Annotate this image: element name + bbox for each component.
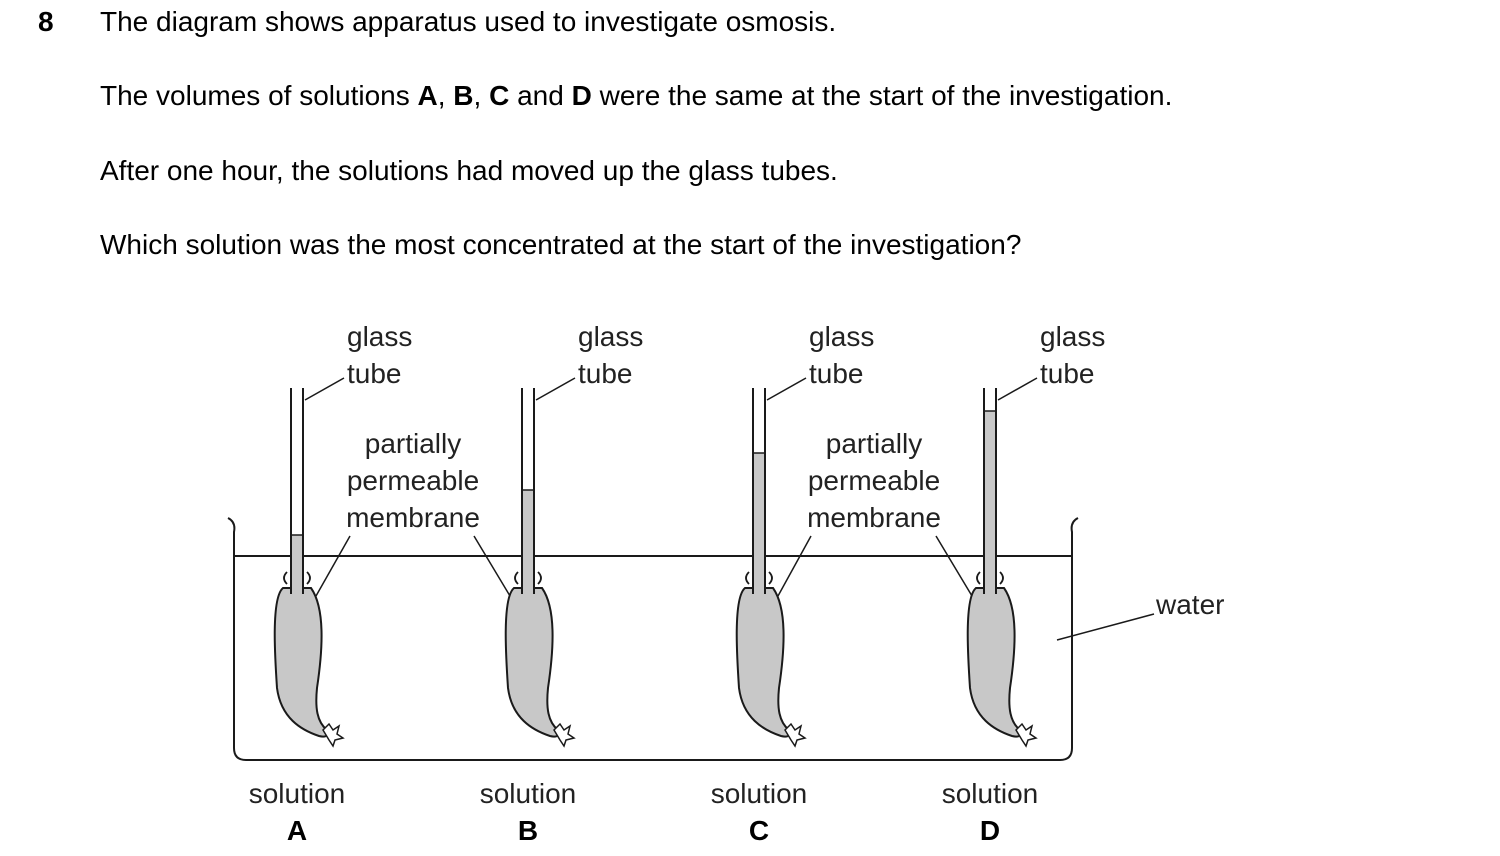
q2-letter-a: A	[417, 80, 438, 111]
glass-tube-leader-c	[766, 377, 807, 401]
glass-tube-leader-b	[535, 377, 576, 401]
q2-sep-1: ,	[437, 80, 454, 111]
q2-sep-2: ,	[473, 80, 490, 111]
membrane-label-left-3: membrane	[346, 502, 480, 533]
solution-letter-a: A	[287, 815, 307, 846]
q2-text-end: were the same at the start of the invest…	[591, 80, 1173, 111]
question-line-1: The diagram shows apparatus used to inve…	[100, 6, 837, 37]
water-trough	[227, 517, 1079, 761]
glass-tube-label-a-1: glass	[347, 321, 412, 352]
glass-tube-label-c-1: glass	[809, 321, 874, 352]
membrane-leader-a	[315, 535, 351, 597]
bag-tie-b	[514, 571, 542, 585]
q2-and: and	[509, 80, 572, 111]
solution-label-b: solution	[480, 778, 577, 809]
question-number: 8	[38, 6, 54, 37]
solution-bag-c	[735, 587, 792, 738]
tube-solution-a	[291, 535, 303, 592]
apparatus-b	[504, 388, 576, 748]
glass-tube-label-c-2: tube	[809, 358, 864, 389]
glass-tube-label-b-2: tube	[578, 358, 633, 389]
bag-tie-d	[976, 571, 1004, 585]
apparatus-d	[966, 388, 1038, 748]
glass-tube-label-b-1: glass	[578, 321, 643, 352]
solution-label-a: solution	[249, 778, 346, 809]
water-leader	[1056, 613, 1155, 641]
bag-tie-a	[283, 571, 311, 585]
solution-bag-b	[504, 587, 561, 738]
apparatus-a	[273, 388, 345, 748]
membrane-leader-c	[777, 535, 812, 597]
membrane-label-right-2: permeable	[808, 465, 940, 496]
bag-knot-b	[553, 722, 576, 748]
q2-letter-c: C	[489, 80, 510, 111]
water-label: water	[1155, 589, 1224, 620]
solution-bag-a	[273, 587, 330, 738]
glass-tube-leader-d	[997, 377, 1038, 401]
bag-knot-a	[322, 722, 345, 748]
tube-solution-b	[522, 490, 534, 592]
glass-tube-label-d-2: tube	[1040, 358, 1095, 389]
q2-text-a: The volumes of solutions	[100, 80, 418, 111]
apparatus-c	[735, 388, 807, 748]
membrane-leader-b	[473, 535, 511, 597]
q2-letter-d: D	[571, 80, 592, 111]
solution-label-d: solution	[942, 778, 1039, 809]
glass-tube-leader-a	[304, 377, 345, 401]
question-line-4: Which solution was the most concentrated…	[100, 229, 1022, 260]
membrane-leader-d	[935, 535, 973, 597]
tube-solution-d	[984, 411, 996, 592]
glass-tube-label-d-1: glass	[1040, 321, 1105, 352]
bag-knot-d	[1015, 722, 1038, 748]
bag-knot-c	[784, 722, 807, 748]
solution-bag-d	[966, 587, 1023, 738]
question-line-3: After one hour, the solutions had moved …	[100, 155, 838, 186]
solution-letter-c: C	[749, 815, 769, 846]
solution-letter-d: D	[980, 815, 1000, 846]
q2-letter-b: B	[453, 80, 474, 111]
question-line-2: The volumes of solutions A, B, C and D w…	[100, 80, 1172, 112]
membrane-label-right-3: membrane	[807, 502, 941, 533]
glass-tube-label-a-2: tube	[347, 358, 402, 389]
membrane-label-left-2: permeable	[347, 465, 479, 496]
membrane-label-right-1: partially	[826, 428, 922, 459]
membrane-label-left-1: partially	[365, 428, 461, 459]
tube-solution-c	[753, 453, 765, 592]
solution-letter-b: B	[518, 815, 538, 846]
solution-label-c: solution	[711, 778, 808, 809]
bag-tie-c	[745, 571, 773, 585]
